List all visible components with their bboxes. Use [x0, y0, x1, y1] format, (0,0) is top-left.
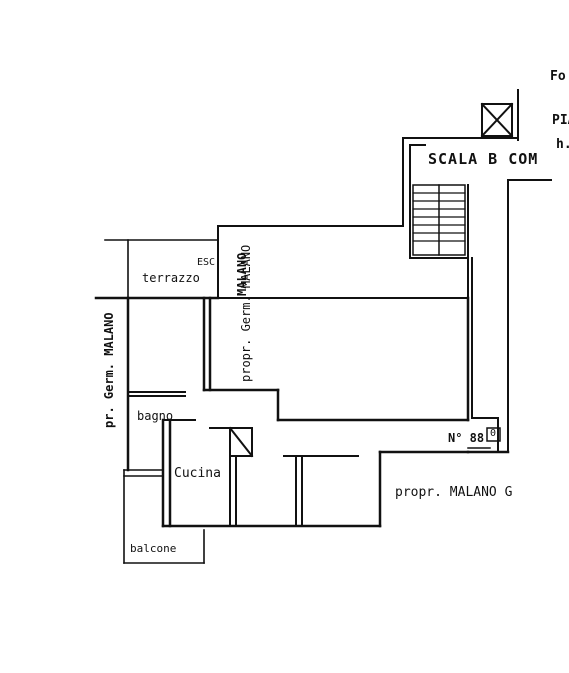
- stair-block: [402, 137, 469, 259]
- neighbor-top-band: [217, 225, 469, 299]
- kitchen-label: Cucina: [174, 466, 221, 481]
- bath-label: bagno: [137, 409, 174, 423]
- terrace: [94, 239, 220, 300]
- balcony: [123, 469, 205, 564]
- unit-number-label: N° 88: [448, 431, 485, 445]
- owner-left-vertical: pr. Germ. MALANO: [102, 312, 116, 428]
- lift-shaft: [402, 89, 519, 141]
- unit-marker-label: 0: [490, 428, 497, 439]
- edge-text-3: h.: [556, 137, 569, 152]
- edge-text-2: PIA: [552, 113, 569, 128]
- edge-text-1: Fo: [550, 69, 566, 84]
- terrace-label: terrazzo: [142, 271, 200, 285]
- esc-label: ESC: [197, 257, 216, 268]
- owner-right-label: propr. MALANO G: [395, 485, 513, 500]
- owner-center-vertical: propr. Germ. MALANO: [239, 244, 253, 382]
- unit-marker: [467, 427, 501, 449]
- apartment-walls: [126, 296, 510, 528]
- corridor-walls: [471, 179, 552, 453]
- kitchen-walls: [228, 426, 359, 527]
- stair-label: SCALA B COM: [428, 150, 539, 168]
- balcony-label: balcone: [130, 542, 177, 555]
